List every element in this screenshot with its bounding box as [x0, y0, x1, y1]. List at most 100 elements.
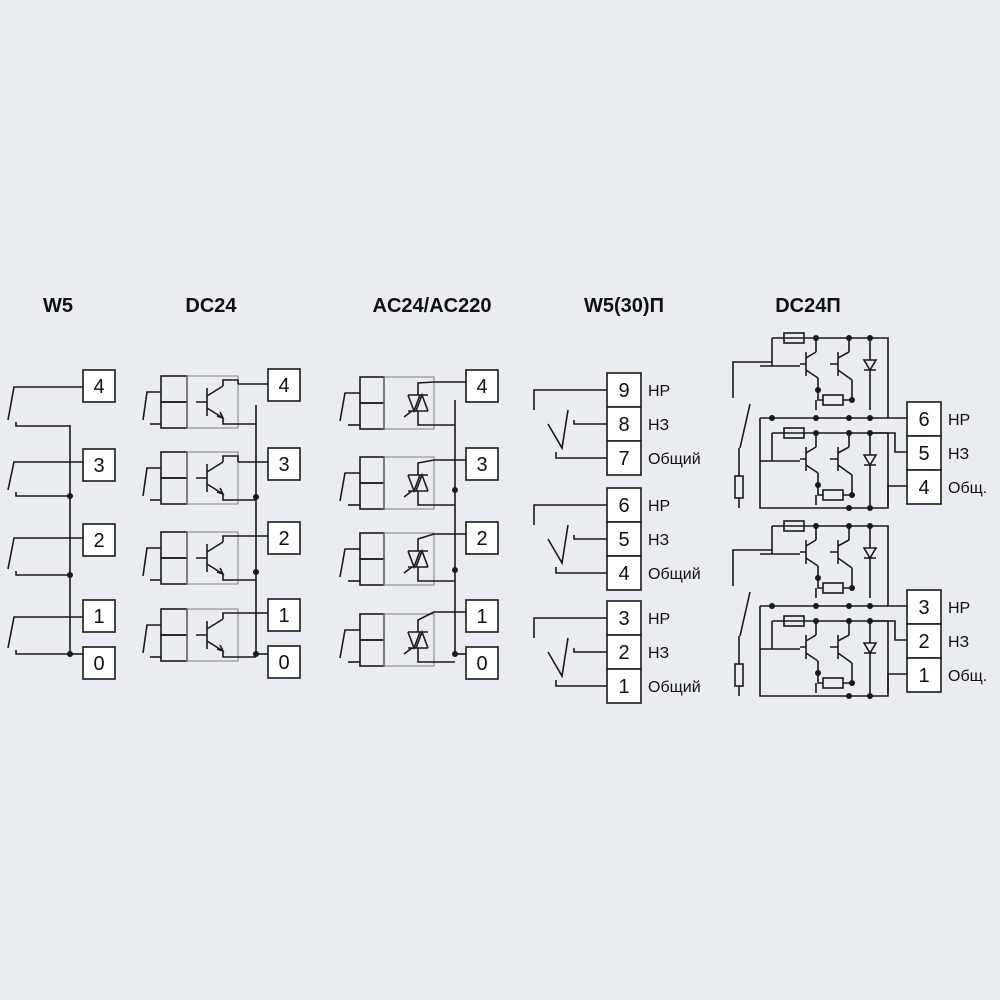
- dc24-output-unit-0: [142, 375, 268, 429]
- w5-terminal-4: [82, 369, 116, 403]
- dc24p-terminal-1: [906, 657, 942, 693]
- dc24-terminal-4-label: 4: [278, 375, 289, 397]
- junction-dot: [849, 397, 855, 403]
- resistor-icon: [822, 582, 844, 594]
- transistor-icon: [830, 446, 853, 476]
- dc24-led-cell: [160, 477, 188, 505]
- title-w5: W5: [43, 295, 73, 317]
- dc24p-terminal-2-label: 2: [918, 631, 929, 653]
- dc24p-schematic: 6 5 4 НР НЗ Общ. 3 2 1 НР НЗ Общ.: [732, 332, 987, 699]
- dc24p-circuit-0: [732, 332, 907, 511]
- resistor-icon: [783, 520, 805, 532]
- diode-icon: [862, 621, 878, 693]
- ac-opto-box: [383, 613, 435, 667]
- dc24-opto-box: [186, 451, 239, 505]
- dc24p-terminal-4-label: 4: [918, 477, 929, 499]
- junction-dot: [867, 693, 873, 699]
- junction-dot: [867, 603, 873, 609]
- ac-terminal-2: [465, 521, 499, 555]
- junction-dot: [815, 575, 821, 581]
- fuse-icon: [734, 475, 744, 499]
- ac-led-cell: [359, 558, 385, 586]
- dc24p-terminal-3-label: 3: [918, 597, 929, 619]
- ac-terminal-2-label: 2: [476, 528, 487, 550]
- junction-dot: [769, 603, 775, 609]
- dc24p-circuit-1: [732, 520, 907, 699]
- w5-terminal-2-label: 2: [93, 530, 104, 552]
- ac-opto-box: [383, 532, 435, 586]
- resistor-icon: [783, 427, 805, 439]
- w5-terminal-3: [82, 448, 116, 482]
- dc24p-label-nc-2: НЗ: [948, 634, 969, 651]
- dc24p-label-com-1: Общ.: [948, 480, 987, 497]
- w5-terminal-3-label: 3: [93, 455, 104, 477]
- title-w5-30p: W5(30)П: [584, 295, 664, 317]
- title-dc24: DC24: [185, 295, 237, 317]
- dc24p-terminal-5-label: 5: [918, 443, 929, 465]
- diode-icon: [862, 526, 878, 598]
- dc24-led-cell: [160, 634, 188, 662]
- w5-contact-3: [7, 616, 83, 655]
- resistor-icon: [822, 677, 844, 689]
- ac-output-unit-1: [339, 456, 466, 510]
- junction-dot: [815, 482, 821, 488]
- w530p-label-nc-3: НЗ: [648, 645, 669, 662]
- dc24-opto-box: [186, 531, 239, 585]
- w530p-terminal-9-label: 9: [618, 380, 629, 402]
- w530p-label-nc-1: НЗ: [648, 417, 669, 434]
- junction-dot: [769, 415, 775, 421]
- dc24-led-cell: [160, 401, 188, 429]
- dc24p-terminal-1-label: 1: [918, 665, 929, 687]
- dc24-terminal-4: [267, 368, 301, 402]
- dc24p-terminal-6-label: 6: [918, 409, 929, 431]
- w5-30p-schematic: 9 8 7 НР НЗ Общий 6 5 4 НР НЗ Общий 3 2 …: [533, 372, 701, 704]
- dc24p-label-nc-1: НЗ: [948, 446, 969, 463]
- resistor-icon: [822, 394, 844, 406]
- ac-terminal-4-label: 4: [476, 376, 487, 398]
- w530p-label-no-1: НР: [648, 383, 670, 400]
- junction-dot: [813, 603, 819, 609]
- junction-dot: [849, 585, 855, 591]
- fuse-icon: [734, 663, 744, 687]
- junction-dot: [846, 693, 852, 699]
- transistor-icon: [800, 634, 819, 662]
- w530p-label-no-2: НР: [648, 498, 670, 515]
- title-dc24p: DC24П: [775, 295, 841, 317]
- diode-icon: [862, 433, 878, 505]
- ac-terminal-0-label: 0: [476, 653, 487, 675]
- transistor-icon: [830, 351, 853, 381]
- junction-dot: [815, 670, 821, 676]
- dc24-led-cell: [160, 375, 188, 403]
- junction-dot: [867, 415, 873, 421]
- w530p-terminal-7: [606, 440, 642, 476]
- w530p-label-nc-2: НЗ: [648, 532, 669, 549]
- w5-contact-0: [7, 386, 83, 427]
- ac-led-cell: [359, 402, 385, 430]
- dc24-led-cell: [160, 451, 188, 479]
- dc24p-terminal-2: [906, 623, 942, 659]
- w530p-contact-0: [533, 389, 607, 459]
- junction-dot: [846, 415, 852, 421]
- dc24-output-unit-3: [142, 608, 268, 662]
- w5-terminal-1: [82, 599, 116, 633]
- ac-output-unit-0: [339, 376, 466, 430]
- w5-terminal-1-label: 1: [93, 606, 104, 628]
- dc24p-label-com-2: Общ.: [948, 668, 987, 685]
- ac-terminal-1: [465, 599, 499, 633]
- junction-dot: [815, 387, 821, 393]
- junction-dot: [867, 505, 873, 511]
- ac-terminal-1-label: 1: [476, 606, 487, 628]
- dc24-terminal-2-label: 2: [278, 528, 289, 550]
- w5-terminal-2: [82, 523, 116, 557]
- w530p-contact-1: [533, 504, 607, 574]
- w530p-terminal-2: [606, 634, 642, 670]
- ac-led-cell: [359, 613, 385, 641]
- ac-terminal-0: [465, 646, 499, 680]
- w530p-terminal-8: [606, 406, 642, 442]
- w5-terminal-0: [82, 646, 116, 680]
- w530p-terminal-7-label: 7: [618, 448, 629, 470]
- title-ac24-ac220: AC24/AC220: [373, 295, 492, 317]
- w530p-terminal-3: [606, 600, 642, 636]
- ac-output-unit-3: [339, 611, 466, 667]
